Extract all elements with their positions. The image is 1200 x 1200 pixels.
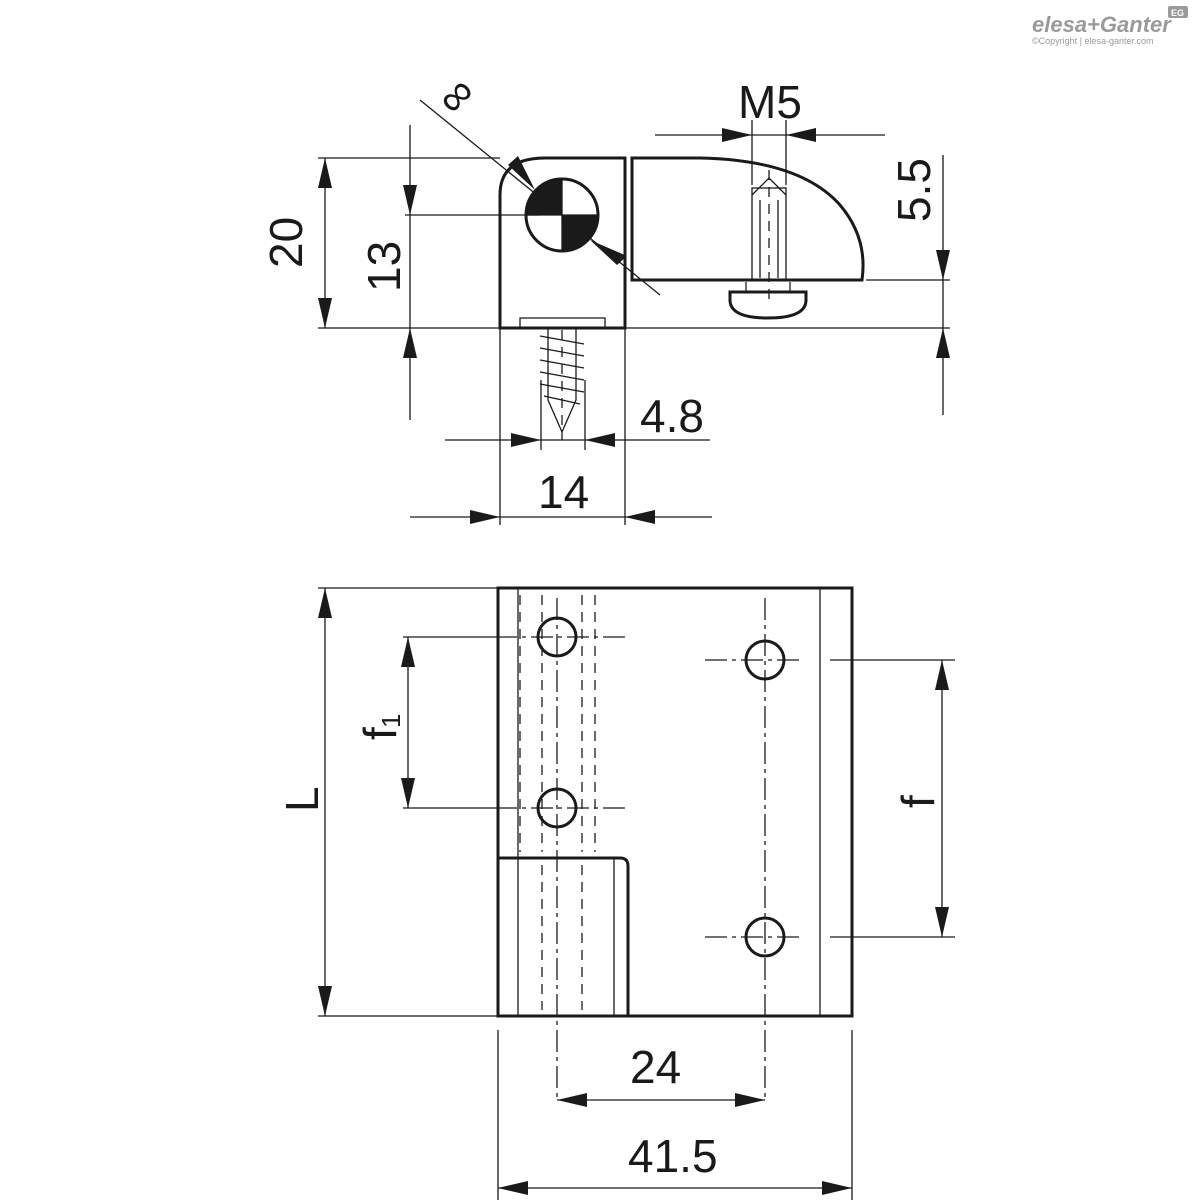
hinge-body <box>496 586 854 1018</box>
dim-height-center: 13 <box>358 241 410 292</box>
hole-left-upper <box>495 616 625 658</box>
dim-height-thread: 5.5 <box>888 158 940 222</box>
dim-screw-size: 4.8 <box>640 390 704 442</box>
brand-badge: EG <box>1171 8 1184 18</box>
brand-name: elesa+Ganter <box>1032 12 1172 37</box>
dim-pitch-small-sub: 1 <box>376 714 406 728</box>
hole-right-upper <box>705 639 800 681</box>
brand-copyright: ©Copyright | elesa-ganter.com <box>1032 36 1154 46</box>
dim-length: L <box>276 786 328 812</box>
leaf-section <box>630 156 865 282</box>
dim-pitch: f <box>892 795 944 808</box>
dim-width-total: 41.5 <box>628 1130 718 1182</box>
screw-head <box>728 290 808 320</box>
dim-height-total: 20 <box>260 217 312 268</box>
dim-width-body: 14 <box>538 466 589 518</box>
dim-pitch-small: f <box>354 727 406 740</box>
front-view: L f 1 f 24 41.5 <box>276 586 955 1200</box>
hole-right-lower <box>705 916 800 958</box>
wood-screw <box>539 328 585 440</box>
dim-thread: M5 <box>738 76 802 128</box>
dim-hole-spacing: 24 <box>630 1041 681 1093</box>
symbol-label: ∞ <box>425 65 485 125</box>
knuckle-cutout <box>498 856 630 1016</box>
brand-logo: elesa+Ganter EG ©Copyright | elesa-gante… <box>1032 6 1188 46</box>
top-view: 20 13 5.5 M5 ∞ 4.8 14 <box>260 65 950 525</box>
hole-left-lower <box>495 787 625 829</box>
